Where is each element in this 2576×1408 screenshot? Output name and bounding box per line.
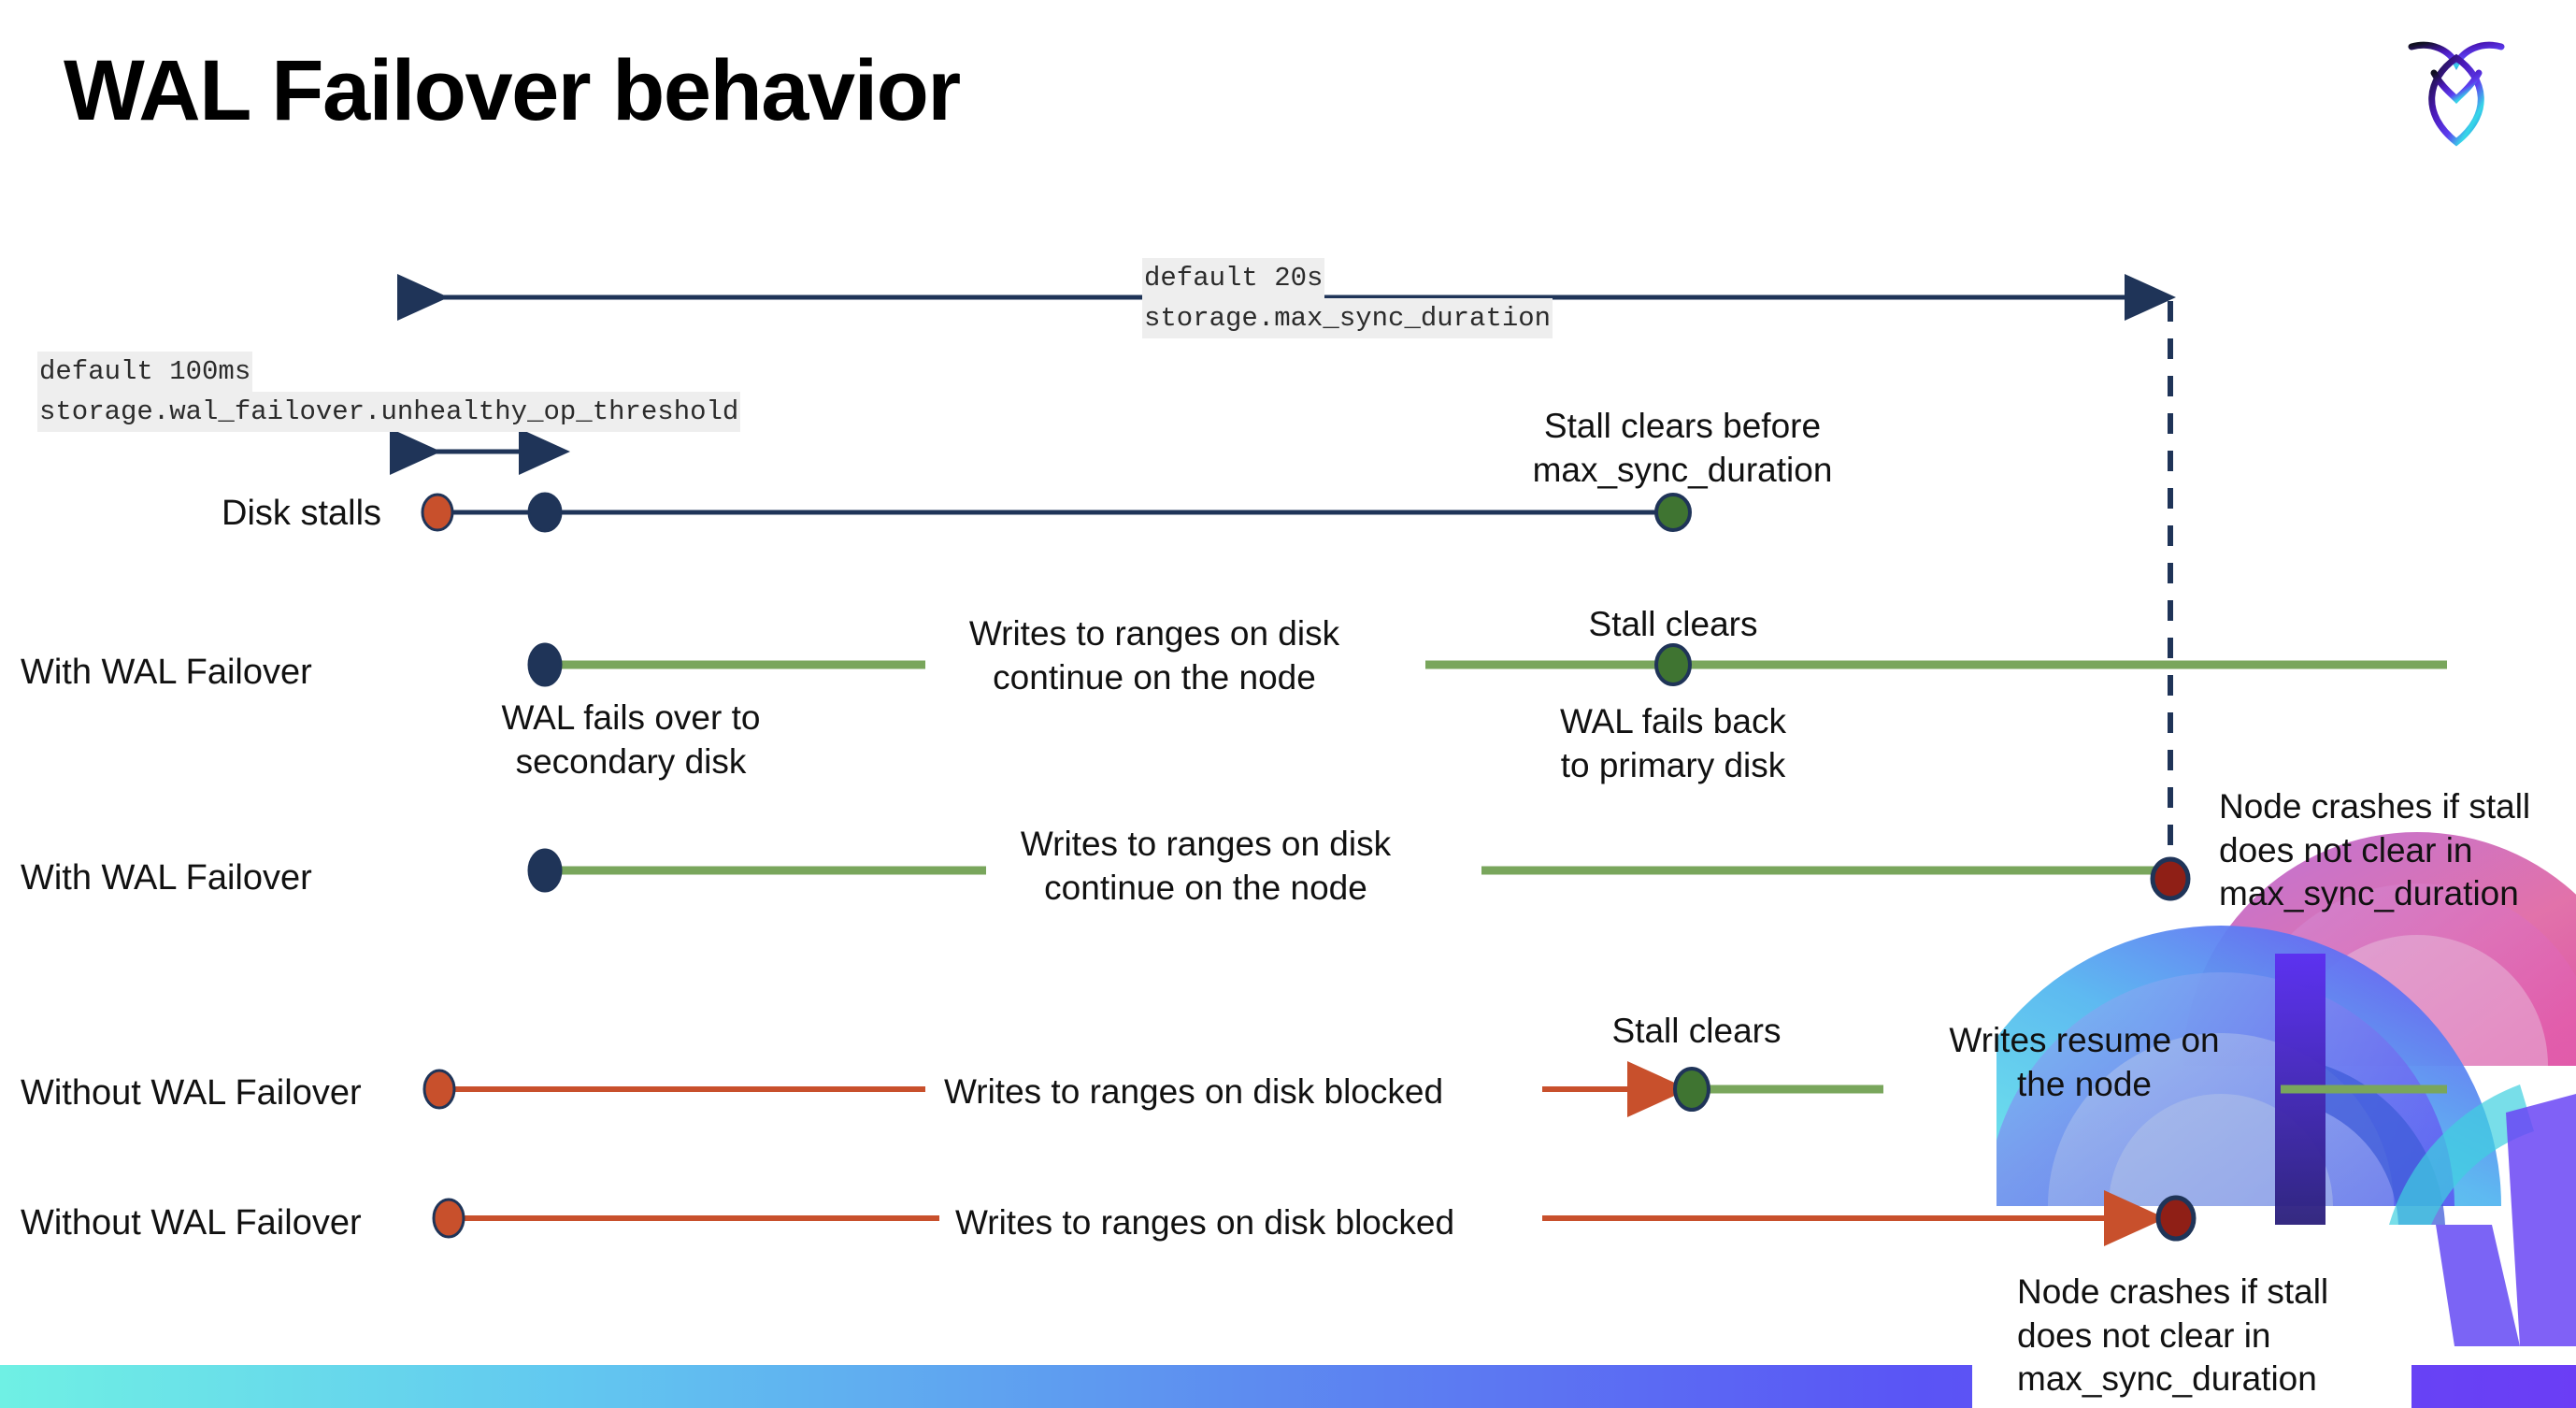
note-writes-blocked-2: Writes to ranges on disk blocked bbox=[955, 1203, 1455, 1242]
stall-clears-dot bbox=[1654, 493, 1692, 532]
page-title: WAL Failover behavior bbox=[64, 43, 961, 138]
failover-start-dot bbox=[527, 848, 563, 893]
note-stall-clears-2: Stall clears bbox=[1611, 1012, 1782, 1050]
stall-start-dot bbox=[421, 493, 454, 532]
note-wal-fails-back: WAL fails back to primary disk bbox=[1560, 702, 1786, 784]
stall-start-dot bbox=[422, 1069, 456, 1110]
row-label-with-wal-failover-1: With WAL Failover bbox=[21, 653, 312, 692]
failover-trigger-dot bbox=[527, 492, 563, 533]
note-stall-clears-before: Stall clears before max_sync_duration bbox=[1532, 407, 1833, 489]
row-label-without-wal-failover-2: Without WAL Failover bbox=[21, 1203, 362, 1243]
node-crash-dot bbox=[2155, 1195, 2197, 1242]
note-node-crashes-1: Node crashes if stall does not clear in … bbox=[2219, 787, 2531, 913]
cockroachdb-logo bbox=[2400, 28, 2512, 150]
note-stall-clears-1: Stall clears bbox=[1588, 605, 1758, 643]
row-label-disk-stalls: Disk stalls bbox=[222, 494, 382, 533]
row-disk-stalls-track bbox=[421, 492, 1692, 533]
stall-clears-dot bbox=[1654, 643, 1692, 686]
max-sync-default-text: default 20s bbox=[1142, 258, 1325, 299]
row-label-with-wal-failover-2: With WAL Failover bbox=[21, 858, 312, 898]
unhealthy-op-threshold-annotation: default 100ms storage.wal_failover.unhea… bbox=[37, 352, 741, 433]
note-writes-resume: Writes resume on the node bbox=[1949, 1021, 2220, 1103]
row-with-wal-failover-1-track bbox=[527, 642, 2447, 687]
note-wal-fails-over: WAL fails over to secondary disk bbox=[501, 698, 761, 781]
crash-note-backdrop bbox=[1972, 1248, 2411, 1408]
stall-clears-dot bbox=[1673, 1067, 1710, 1112]
row-with-wal-failover-2-track bbox=[527, 848, 2191, 901]
row-without-wal-failover-2-track bbox=[432, 1190, 2197, 1246]
max-sync-duration-annotation: default 20s storage.max_sync_duration bbox=[1142, 258, 1553, 339]
note-node-crashes-2: Node crashes if stall does not clear in … bbox=[2017, 1272, 2329, 1399]
row-label-without-wal-failover-1: Without WAL Failover bbox=[21, 1073, 362, 1113]
row-without-wal-failover-1-track bbox=[422, 1061, 2447, 1117]
node-crash-dot bbox=[2150, 856, 2191, 901]
unhealthy-op-default-text: default 100ms bbox=[37, 352, 253, 393]
note-writes-blocked-1: Writes to ranges on disk blocked bbox=[944, 1072, 1444, 1111]
stall-start-dot bbox=[432, 1198, 465, 1239]
note-writes-continue-1: Writes to ranges on disk continue on the… bbox=[968, 614, 1340, 697]
note-writes-continue-2: Writes to ranges on disk continue on the… bbox=[1020, 825, 1392, 907]
unhealthy-op-setting-text: storage.wal_failover.unhealthy_op_thresh… bbox=[37, 392, 741, 433]
max-sync-setting-text: storage.max_sync_duration bbox=[1142, 298, 1553, 339]
failover-start-dot bbox=[527, 642, 563, 687]
